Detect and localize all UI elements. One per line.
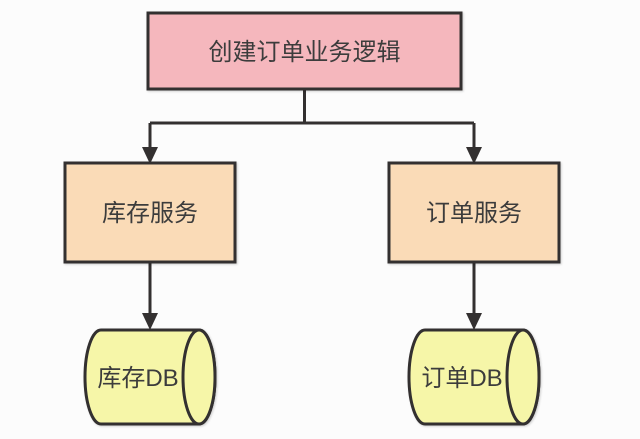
label-create-order-logic: 创建订单业务逻辑 (209, 39, 401, 66)
arrowhead-into-inventory-service (142, 147, 158, 164)
label-inventory-db: 库存DB (97, 365, 178, 392)
order-db-cylinder-cap (505, 328, 541, 426)
arrowhead-into-order-db (466, 313, 482, 330)
labels-layer: 创建订单业务逻辑 库存服务 订单服务 库存DB 订单DB (97, 39, 522, 392)
arrowheads-layer (142, 147, 482, 330)
node-inventory-service (63, 161, 237, 264)
label-order-service: 订单服务 (426, 200, 522, 227)
label-order-db: 订单DB (421, 365, 502, 392)
arrowhead-into-order-service (466, 147, 482, 164)
nodes-layer (63, 11, 561, 426)
node-create-order-logic (146, 11, 463, 91)
inventory-db-cylinder-cap (181, 328, 217, 426)
node-order-db (407, 328, 541, 426)
edges-layer (148, 89, 476, 315)
label-inventory-service: 库存服务 (102, 200, 198, 227)
node-order-service (387, 161, 561, 264)
node-inventory-db (83, 328, 217, 426)
arrowhead-into-inventory-db (142, 313, 158, 330)
